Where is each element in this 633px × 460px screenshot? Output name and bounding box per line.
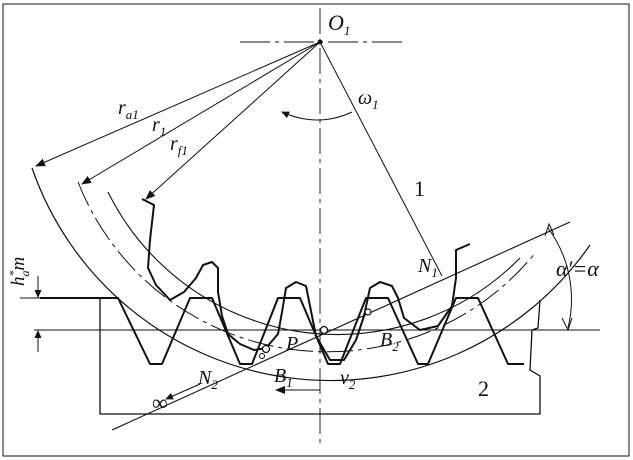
frame bbox=[2, 3, 630, 457]
label-rack-2: 2 bbox=[478, 376, 489, 401]
label-omega1: ω1 bbox=[358, 87, 379, 112]
label-o1: O1 bbox=[328, 10, 350, 38]
o1-n1-line bbox=[319, 41, 443, 277]
contact-point-b2 bbox=[364, 308, 372, 316]
n2-direction-arrow bbox=[165, 383, 201, 400]
label-n1: N1 bbox=[417, 255, 438, 280]
line-of-action bbox=[111, 221, 571, 431]
angle-arrow-top bbox=[544, 222, 555, 237]
svg-text:h*am: h*am bbox=[6, 257, 32, 286]
radius-ra1-arrow bbox=[35, 41, 321, 167]
radius-r1-arrow bbox=[81, 41, 321, 185]
label-p: P bbox=[285, 333, 298, 355]
label-b1: B1 bbox=[274, 365, 293, 390]
dedendum-circle bbox=[107, 191, 521, 335]
label-addendum-height: h*am bbox=[6, 257, 32, 286]
radius-rf1-arrow bbox=[145, 41, 321, 200]
pitch-circle bbox=[77, 181, 537, 353]
rack-teeth bbox=[40, 297, 524, 365]
label-alpha: α′=α bbox=[556, 256, 599, 281]
contact-point-b1-secondary bbox=[259, 353, 265, 359]
label-r1: r1 bbox=[152, 114, 166, 139]
rotation-arrow-omega bbox=[281, 111, 353, 121]
label-rf1: rf1 bbox=[170, 133, 188, 158]
pressure-angle-arc bbox=[547, 227, 572, 329]
contact-point-b1 bbox=[261, 344, 271, 354]
pitch-point-p bbox=[319, 325, 329, 335]
rack-body bbox=[99, 298, 541, 415]
label-infinity: ∞ bbox=[152, 390, 168, 415]
addendum-circle bbox=[31, 167, 591, 382]
angle-arrow-bottom bbox=[561, 317, 573, 332]
label-gear-1: 1 bbox=[414, 176, 425, 201]
label-n2: N2 bbox=[197, 367, 218, 392]
label-b2: B2 bbox=[380, 329, 399, 354]
gear-1-tooth-profile bbox=[141, 198, 471, 361]
label-v2: v2 bbox=[340, 367, 356, 392]
label-ra1: ra1 bbox=[118, 97, 139, 122]
